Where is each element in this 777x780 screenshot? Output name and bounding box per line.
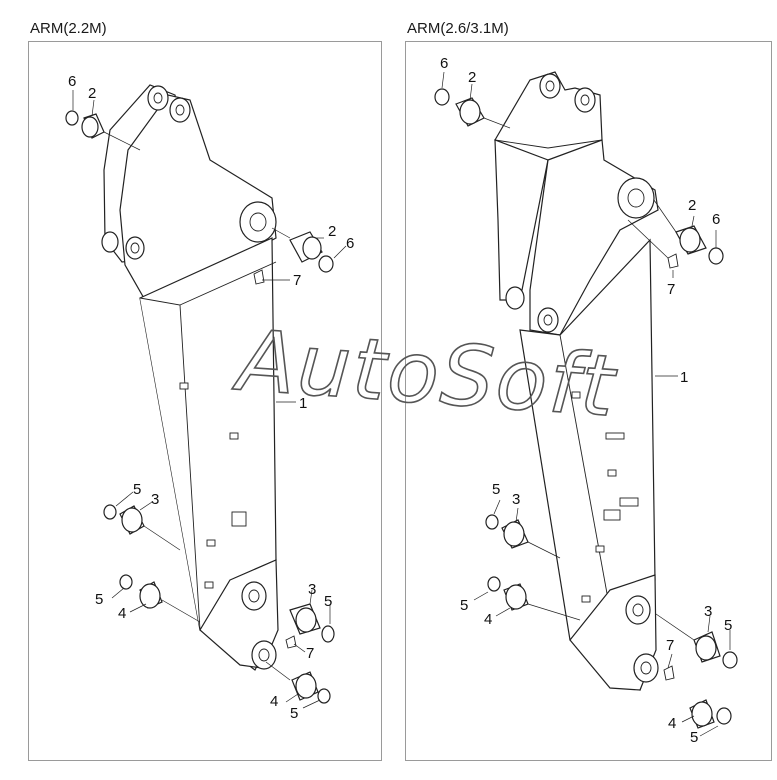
- left-callout-6-mid: 6: [346, 235, 354, 252]
- right-callout-1: 1: [680, 369, 688, 386]
- right-shim-5-b: [487, 576, 501, 592]
- right-shim-5-d: [716, 707, 732, 725]
- right-callout-2-mid: 2: [688, 197, 696, 214]
- left-callout-5-d: 5: [290, 705, 298, 722]
- right-callout-7-top: 7: [667, 281, 675, 298]
- left-callout-6-top: 6: [68, 73, 76, 90]
- left-callout-4-b: 4: [270, 693, 278, 710]
- left-callout-7-top: 7: [293, 272, 301, 289]
- left-callout-3-a: 3: [151, 491, 159, 508]
- right-callout-2-top: 2: [468, 69, 476, 86]
- left-shim-5-c: [321, 625, 335, 643]
- left-shim-5-d: [317, 688, 331, 704]
- left-callout-7-bottom: 7: [306, 645, 314, 662]
- right-callout-6-top: 6: [440, 55, 448, 72]
- left-shim-6-mid: [318, 255, 334, 273]
- right-shim-5-a: [485, 514, 499, 530]
- right-grease-7-bottom: [663, 665, 675, 681]
- right-callout-4-b: 4: [668, 715, 676, 732]
- left-callout-5-a: 5: [133, 481, 141, 498]
- left-grease-7-bottom: [285, 635, 297, 649]
- right-grease-7-top: [667, 253, 679, 269]
- panel-frame-left: [28, 41, 382, 761]
- left-callout-4-a: 4: [118, 605, 126, 622]
- left-shim-5-b: [119, 574, 133, 590]
- left-callout-3-b: 3: [308, 581, 316, 598]
- left-callout-5-b: 5: [95, 591, 103, 608]
- left-callout-2-mid: 2: [328, 223, 336, 240]
- right-callout-5-d: 5: [690, 729, 698, 746]
- left-boss-lower: [101, 231, 119, 253]
- right-callout-3-b: 3: [704, 603, 712, 620]
- right-shim-5-c: [722, 651, 738, 669]
- right-callout-7-bottom: 7: [666, 637, 674, 654]
- left-grease-7-top: [253, 269, 265, 285]
- right-callout-5-c: 5: [724, 617, 732, 634]
- left-shim-6-top: [65, 110, 79, 126]
- panel-frame-right: [405, 41, 772, 761]
- right-callout-5-b: 5: [460, 597, 468, 614]
- right-shim-6-top: [434, 88, 450, 106]
- right-callout-6-mid: 6: [712, 211, 720, 228]
- panel-title-right: ARM(2.6/3.1M): [407, 20, 509, 37]
- right-arm-drawing: 6 2 2 6 7 1 5 3 5 4 3 5 7 4 5: [434, 55, 738, 746]
- right-callout-5-a: 5: [492, 481, 500, 498]
- left-shim-5-a: [103, 504, 117, 520]
- left-callout-2-top: 2: [88, 85, 96, 102]
- panel-title-left: ARM(2.2M): [30, 20, 107, 37]
- right-callout-4-a: 4: [484, 611, 492, 628]
- left-callout-5-c: 5: [324, 593, 332, 610]
- right-callout-3-a: 3: [512, 491, 520, 508]
- left-arm-drawing: 6 2 2 6 7 1 5 3 5 4 3 5 7 4 5: [65, 73, 354, 722]
- left-callout-1: 1: [299, 395, 307, 412]
- right-shim-6-mid: [708, 247, 724, 265]
